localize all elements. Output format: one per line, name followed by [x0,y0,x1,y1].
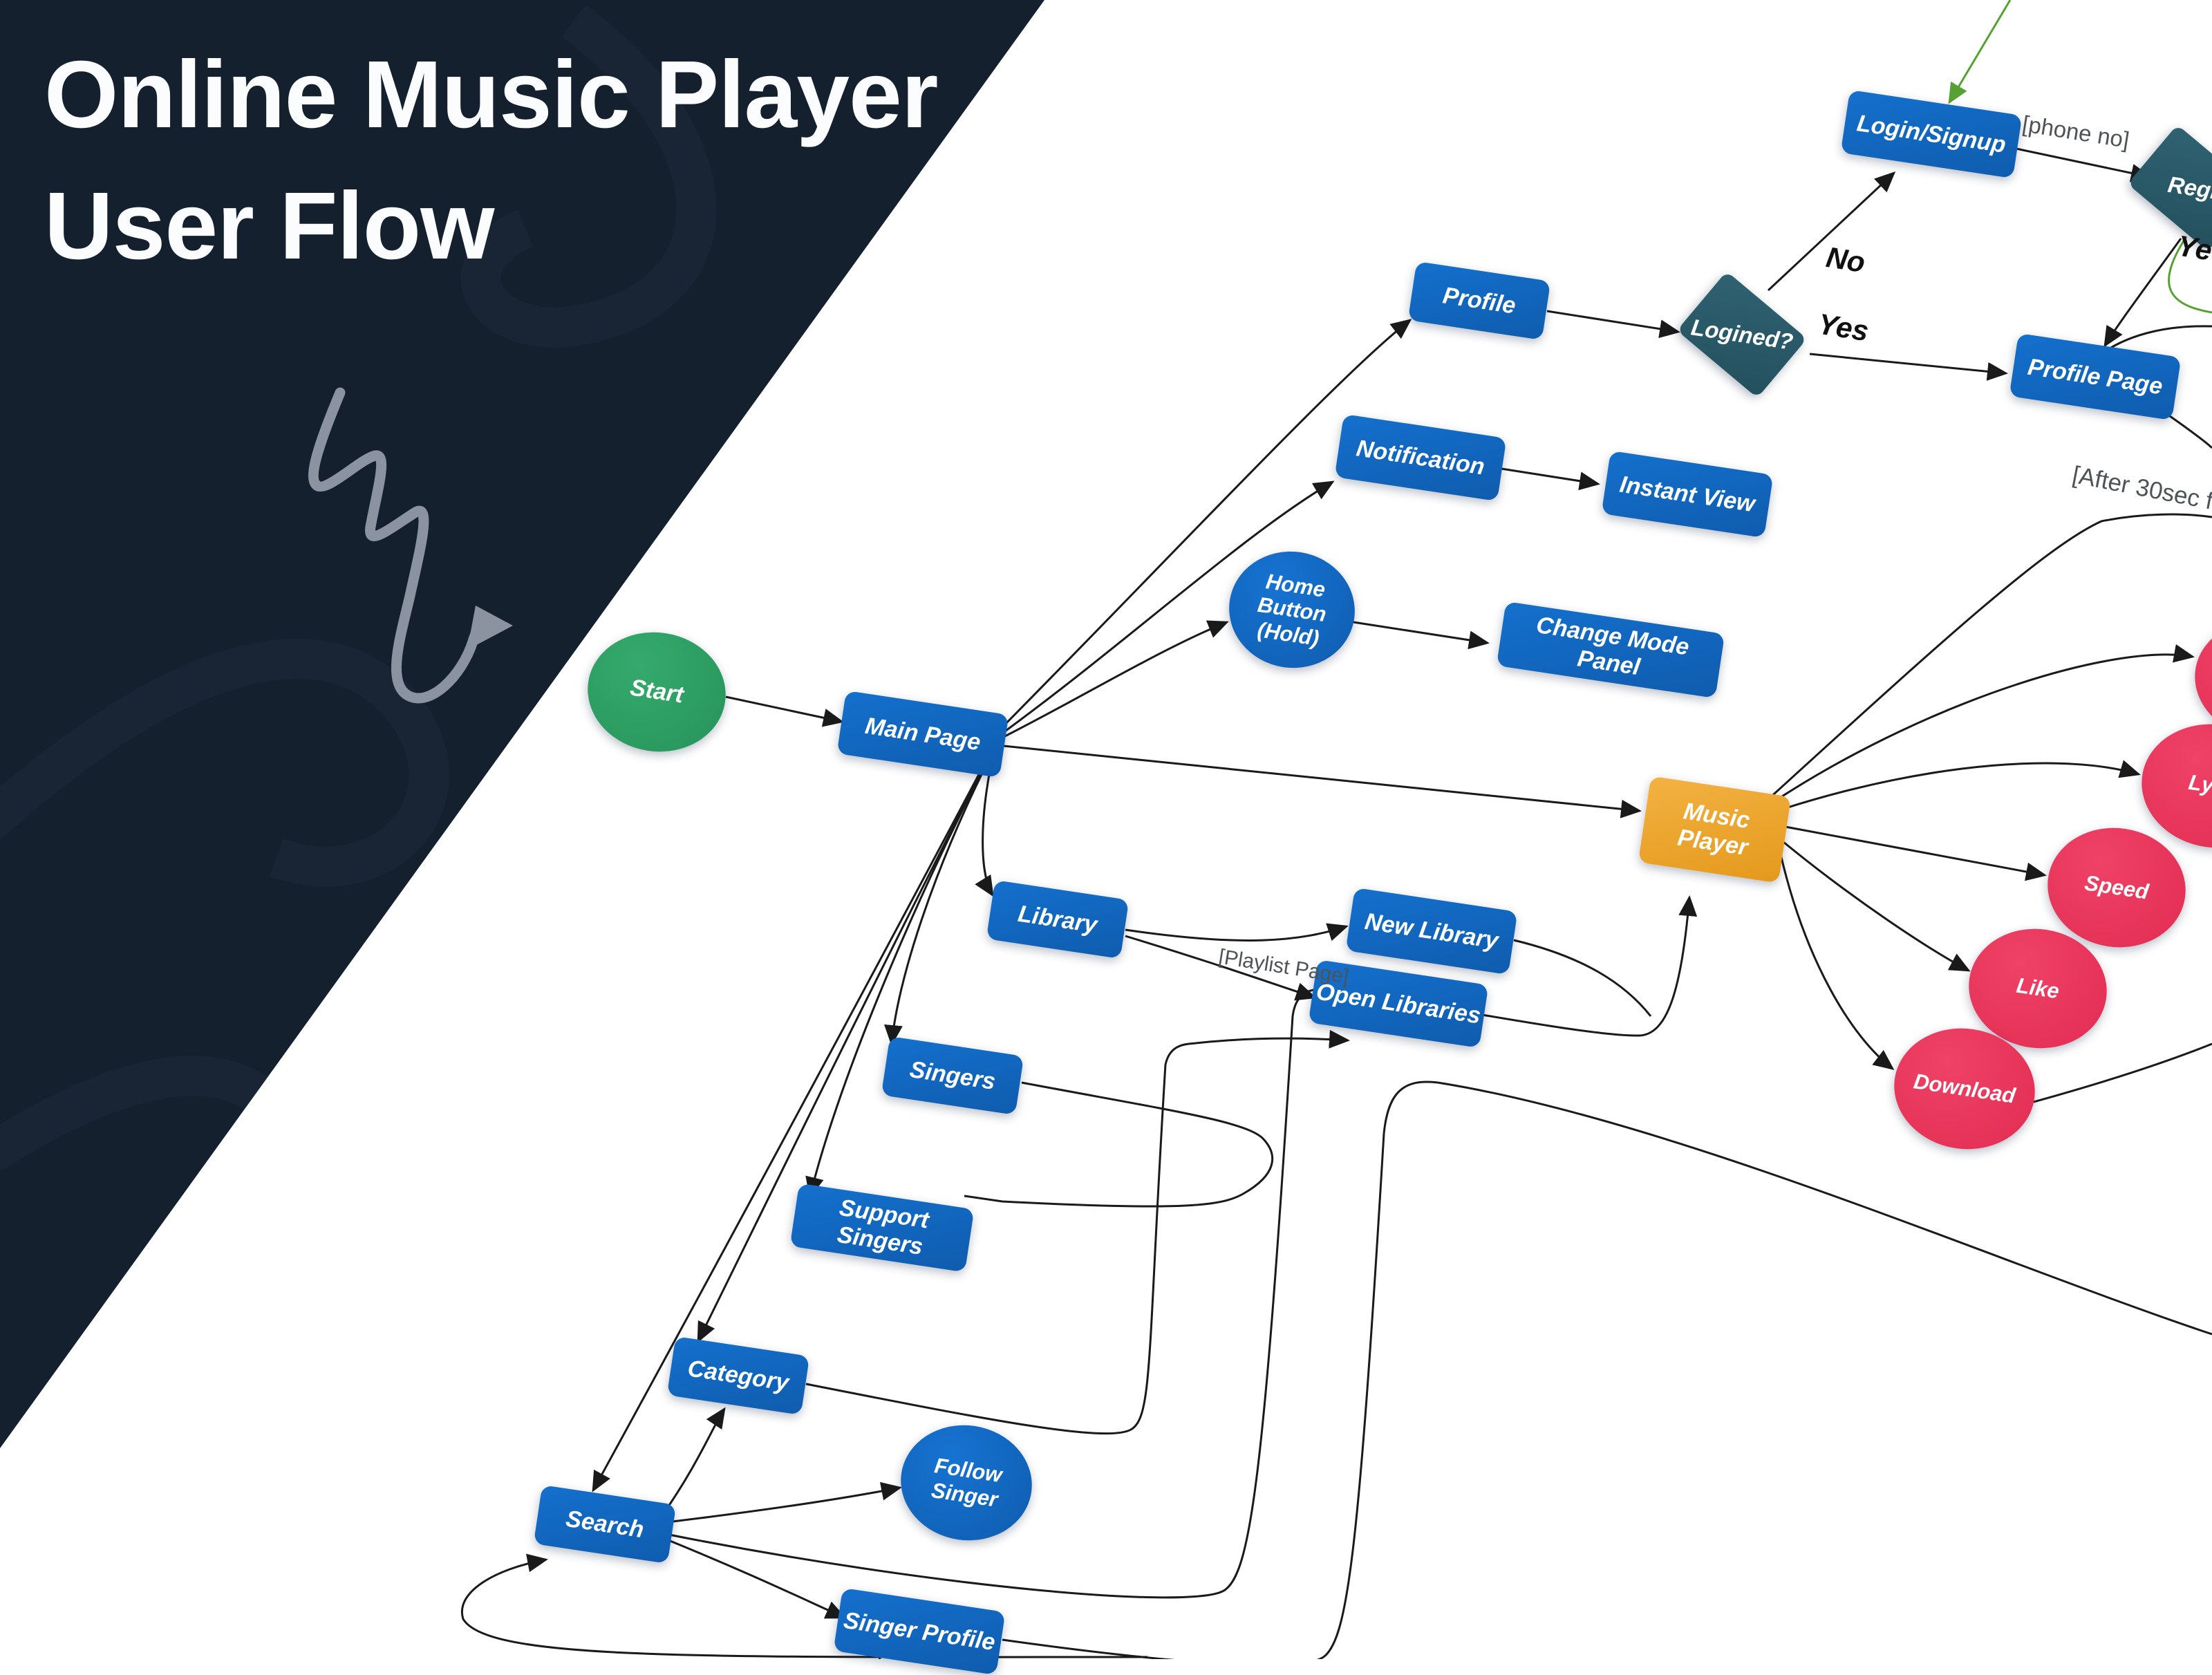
edge-label-no: No [1824,240,1868,279]
node-search[interactable]: Search [533,1484,677,1564]
node-start[interactable]: Start [579,623,734,761]
title-line-1: Online Music Player [44,41,938,148]
node-new-library[interactable]: New Library [1345,887,1518,975]
node-logined-decision[interactable]: Logined? [1676,271,1808,398]
edge-label-playlist-page: [Playlist Page] [1217,945,1351,989]
title-line-2: User Flow [44,173,494,280]
node-library[interactable]: Library [986,879,1130,960]
node-main-page[interactable]: Main Page [836,690,1009,778]
edge-label-yes-clipped: Ye [2175,229,2212,267]
edge-label-phone-no: [phone no] [2021,111,2131,153]
node-profile[interactable]: Profile [1407,261,1551,341]
node-notification[interactable]: Notification [1334,413,1507,502]
node-singers[interactable]: Singers [881,1036,1024,1116]
node-home-button-hold[interactable]: Home Button (Hold) [1221,543,1363,677]
node-profile-page[interactable]: Profile Page [2009,333,2182,421]
node-login-signup[interactable]: Login/Signup [1840,89,2023,179]
squiggle-arrow [308,387,513,704]
node-instant-view[interactable]: Instant View [1601,450,1774,539]
edge-start-mainpage [725,695,844,727]
node-follow-singer[interactable]: Follow Singer [892,1416,1040,1550]
edge-label-yes: Yes [1815,307,1871,348]
edge-green-to-login [1948,0,2012,104]
node-support-singers[interactable]: Support Singers [789,1183,975,1273]
node-singer-profile[interactable]: Singer Profile [833,1587,1006,1675]
page-title: Online Music Player User Flow [44,29,1026,292]
node-change-mode-panel[interactable]: Change Mode Panel [1496,601,1725,699]
node-category[interactable]: Category [666,1336,810,1416]
node-music-player[interactable]: Music Player [1638,776,1792,883]
edge-label-after-30sec: [After 30sec for s [2070,461,2212,523]
